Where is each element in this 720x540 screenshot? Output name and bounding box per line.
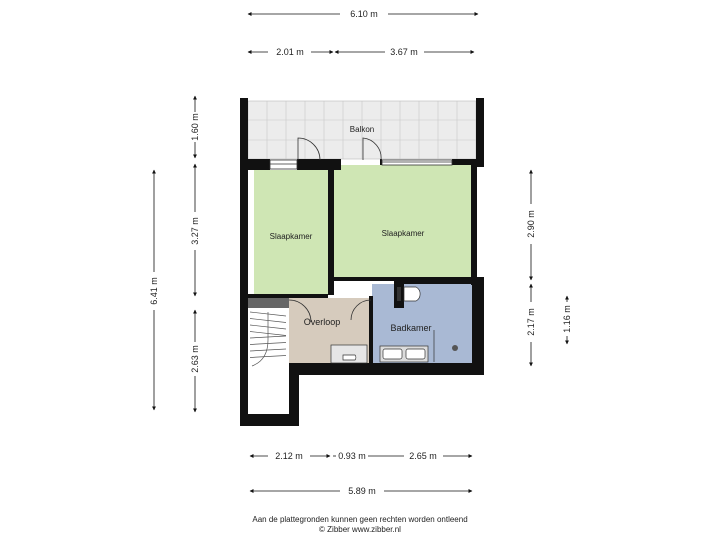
- bedroom-right: [334, 165, 471, 277]
- dim-bottom-total: 5.89 m: [348, 486, 376, 496]
- dim-right-small: 1.16 m: [562, 305, 572, 333]
- landing-label: Overloop: [304, 317, 341, 327]
- balcony: [247, 100, 477, 160]
- bedroom-left-label: Slaapkamer: [270, 232, 313, 241]
- bathroom-fixtures: [379, 286, 458, 363]
- dim-left-balcony: 1.60 m: [190, 113, 200, 141]
- dim-bottom-mid: 0.93 m: [338, 451, 366, 461]
- dim-top-total: 6.10 m: [350, 9, 378, 19]
- dimension-lines: [152, 12, 569, 493]
- staircase: [249, 311, 287, 367]
- bedroom-right-label: Slaapkamer: [382, 229, 425, 238]
- dim-right-bath: 2.17 m: [526, 308, 536, 336]
- dim-right-bedroom: 2.90 m: [526, 210, 536, 238]
- dim-bottom-right: 2.65 m: [409, 451, 437, 461]
- dim-top-right: 3.67 m: [390, 47, 418, 57]
- walls: [240, 98, 484, 426]
- dim-bottom-left: 2.12 m: [275, 451, 303, 461]
- dim-left-lower: 2.63 m: [190, 345, 200, 373]
- dim-left-bedroom: 3.27 m: [190, 217, 200, 245]
- toilet: [330, 344, 368, 364]
- balcony-label: Balkon: [350, 125, 374, 134]
- doors: [269, 137, 453, 323]
- dim-left-total: 6.41 m: [149, 277, 159, 305]
- footer-copyright: © Zibber www.zibber.nl: [319, 525, 401, 534]
- dim-top-left: 2.01 m: [276, 47, 304, 57]
- bathroom-label: Badkamer: [390, 323, 431, 333]
- bedroom-left: [254, 170, 328, 294]
- footer-disclaimer: Aan de plattegronden kunnen geen rechten…: [252, 515, 468, 524]
